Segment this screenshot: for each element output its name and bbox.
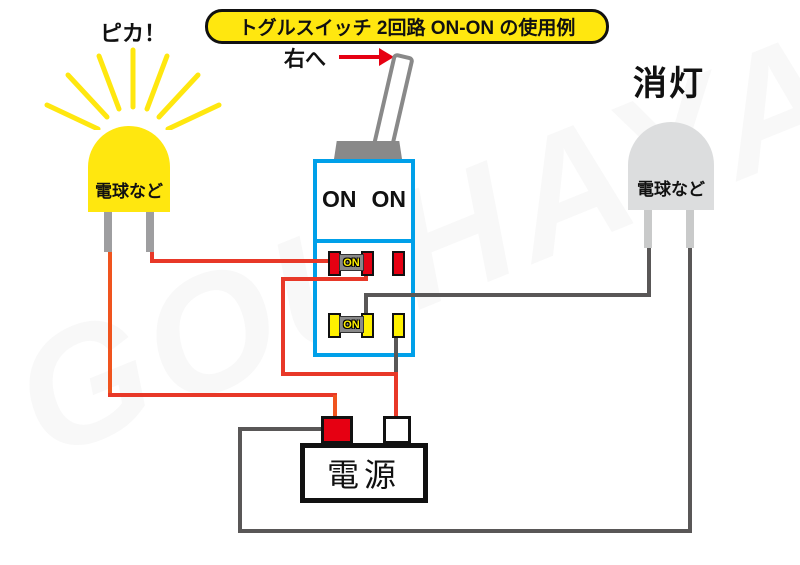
light-rays-icon bbox=[44, 47, 222, 130]
wire-to-battery-positive bbox=[238, 427, 324, 431]
left-bulb: 電球など bbox=[88, 126, 170, 212]
switch-position-labels: ON ON bbox=[317, 186, 411, 213]
wire-right-bulb-left-leg-down bbox=[647, 245, 651, 297]
wire-bottom-return bbox=[238, 529, 692, 533]
wire-row1-t2-stub bbox=[364, 272, 368, 281]
right-bulb-label: 電球など bbox=[637, 180, 705, 199]
left-bulb-leg-left bbox=[104, 210, 112, 252]
wire-left-bulb-to-battery-horizontal bbox=[108, 393, 337, 397]
battery-positive-terminal bbox=[321, 416, 353, 444]
left-bulb-leg-right bbox=[146, 210, 154, 252]
wire-right-bulb-to-switch-horizontal bbox=[364, 293, 651, 297]
wire-row1-t2-left bbox=[281, 277, 368, 281]
switch-divider bbox=[313, 239, 415, 243]
wire-to-negative-horizontal bbox=[281, 372, 398, 376]
wire-left-return-up bbox=[238, 427, 242, 533]
title-banner: トグルスイッチ 2回路 ON-ON の使用例 bbox=[205, 9, 609, 44]
switch-row1-terminal-3 bbox=[392, 251, 405, 276]
switch-row2-terminal-3 bbox=[392, 313, 405, 338]
switch-position-label-right: ON bbox=[371, 186, 407, 212]
wire-left-bulb-to-battery-vertical bbox=[108, 250, 112, 397]
right-bulb-state-label: 消灯 bbox=[633, 65, 705, 103]
switch-row2-on-connector: ON bbox=[339, 316, 364, 333]
wire-right-bulb-right-leg-down bbox=[688, 247, 692, 533]
wire-battery-negative-drop bbox=[394, 372, 398, 418]
wire-row2-t2-entry bbox=[364, 293, 368, 314]
lever-direction-label: 右へ bbox=[284, 48, 326, 71]
right-bulb-leg-left bbox=[644, 210, 652, 248]
wire-left-bulb-to-switch-vertical bbox=[150, 250, 154, 263]
right-arrow-icon bbox=[339, 55, 381, 59]
right-bulb: 電球など bbox=[628, 122, 714, 210]
right-bulb-leg-right bbox=[686, 210, 694, 248]
wire-row1-t2-down bbox=[281, 277, 285, 376]
switch-position-label-left: ON bbox=[322, 186, 357, 212]
wire-left-bulb-to-switch-horizontal bbox=[150, 259, 332, 263]
power-supply-label: 電源 bbox=[326, 457, 401, 493]
switch-row1-on-connector: ON bbox=[339, 254, 364, 271]
lever-base bbox=[334, 141, 402, 159]
left-bulb-state-label: ピカ！ bbox=[100, 21, 167, 46]
wire-battery-positive-drop bbox=[333, 395, 337, 418]
power-supply: 電源 bbox=[300, 443, 428, 503]
battery-negative-terminal bbox=[383, 416, 411, 444]
wire-row2-t3-down bbox=[394, 336, 398, 376]
left-bulb-label: 電球など bbox=[95, 182, 163, 201]
